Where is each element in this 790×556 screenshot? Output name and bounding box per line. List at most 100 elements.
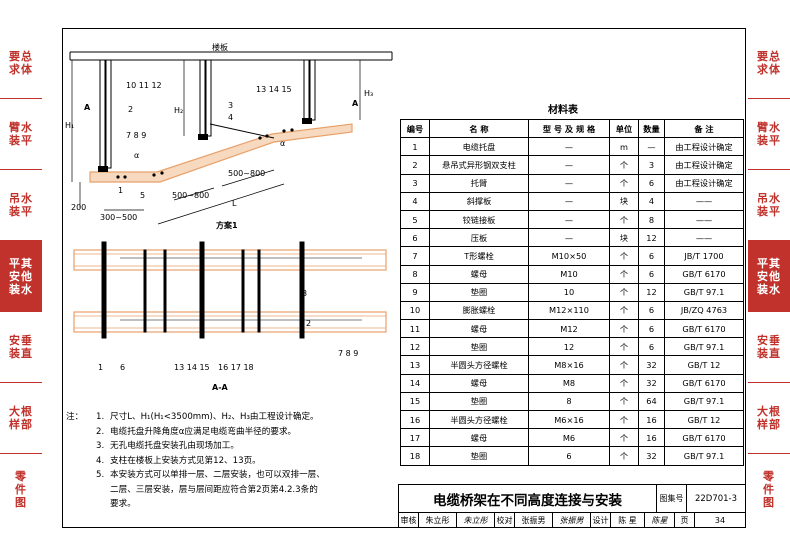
table-cell: — [528,137,610,157]
table-cell: 个 [609,282,639,302]
note-text: 电缆托盘升降角度α应满足电缆弯曲半径的要求。 [110,426,297,437]
table-cell: GB/T 6170 [664,428,744,448]
tab-horizontal-arm[interactable]: 臂水装平 [0,99,42,170]
tab-label: 吊水 [9,192,33,205]
material-table-title: 材料表 [548,105,578,116]
tab-label: 装平 [757,205,781,218]
note-text: 尺寸L、H₁(H₁<3500mm)、H₂、H₃由工程设计确定。 [110,412,319,422]
table-cell: 18 [400,446,430,466]
table-cell: — [528,209,610,230]
table-cell: 8 [638,209,665,230]
table-cell: GB/T 6170 [664,373,744,393]
table-cell: 由工程设计确定 [664,173,744,193]
part-label: 1 [98,363,103,372]
tab-horizontal-hang[interactable]: 吊水装平 [0,170,42,241]
dim-200: 200 [71,203,86,212]
note-line: 二层、三层安装，层与层间距应符合第2页第4.2.3条的 [66,483,396,498]
part-label: 1 [118,186,123,195]
tab-vertical[interactable]: 安垂装直 [748,312,790,383]
table-cell: 9 [400,282,430,302]
atlas-number: 22D701-3 [687,485,745,513]
tab-horizontal-hang[interactable]: 吊水装平 [748,170,790,241]
tab-label: 装平 [9,205,33,218]
tab-label: 平其 [9,256,33,270]
slab-label: 楼板 [212,42,228,52]
table-cell: 个 [609,373,639,393]
angle-alpha: α [134,151,139,160]
table-cell: 64 [638,391,665,412]
table-cell: JB/ZQ 4763 [664,300,744,321]
tab-horizontal-arm[interactable]: 臂水装平 [748,99,790,170]
tab-label: 求体 [9,63,33,76]
note-number: 5. [96,470,105,480]
note-number: 4. [96,455,105,466]
table-cell: 膨胀螺栓 [429,300,529,321]
note-prefix [66,425,96,440]
note-number: 3. [96,441,105,451]
table-cell: 半圆头方径螺栓 [429,409,529,430]
page-number: 34 [714,516,726,525]
table-cell: 3 [400,173,430,193]
table-cell: — [528,191,610,211]
table-cell: 6 [638,319,665,339]
table-cell: M12×110 [528,300,610,321]
tab-other-horizontal[interactable]: 平其安他装水 [0,241,42,312]
dimension-lines [71,60,361,225]
tab-label: 零 [763,470,775,483]
table-cell: —— [664,191,744,211]
tab-other-horizontal[interactable]: 平其安他装水 [748,241,790,312]
tab-label: 求体 [757,63,781,76]
diagonal-brace [209,123,275,139]
table-cell: M8×16 [528,355,610,375]
note-line: 要求。 [66,497,396,512]
section-mark: A [352,99,359,108]
table-cell: 5 [400,209,430,230]
table-cell: 个 [609,337,639,357]
table-cell: 个 [609,264,639,284]
designer-signature: 陈星 [645,513,675,528]
table-cell: 螺母 [429,264,529,284]
table-cell: 32 [638,373,665,393]
table-cell: M10×50 [528,246,610,266]
tab-large-sample[interactable]: 大根样部 [0,383,42,454]
table-cell: 个 [609,428,639,448]
table-cell: 半圆头方径螺栓 [429,355,529,375]
table-cell: 12 [638,228,665,248]
note-line: 2.电缆托盘升降角度α应满足电缆弯曲半径的要求。 [66,425,396,440]
table-cell: GB/T 97.1 [664,337,744,357]
tab-label: 臂水 [9,121,33,134]
tab-vertical[interactable]: 安垂装直 [0,312,42,383]
table-cell: 7 [400,246,430,266]
table-cell: 8 [400,264,430,284]
table-cell: 个 [609,391,639,412]
table-cell: 32 [638,446,665,466]
page-label: 页 [675,513,695,528]
tab-label: 臂水 [757,121,781,134]
table-cell: 个 [609,355,639,375]
note-prefix [66,497,96,512]
col-header: 数量 [638,118,665,139]
tab-general[interactable]: 要总求体 [748,28,790,99]
part-label: 13 14 15 [256,85,292,94]
tab-label: 平其 [757,256,781,270]
tab-parts[interactable]: 零件图 [748,454,790,525]
table-cell: T形螺栓 [429,246,529,266]
hanger-column [99,59,316,169]
designer-name: 陈 星 [611,513,645,528]
tab-general[interactable]: 要总求体 [0,28,42,99]
table-cell: 14 [400,373,430,393]
tab-large-sample[interactable]: 大根样部 [748,383,790,454]
note-line: 5.本安装方式可以单排一层、二层安装，也可以双排一层、 [66,468,396,483]
tab-parts[interactable]: 零件图 [0,454,42,525]
table-cell: 6 [638,173,665,193]
tab-label: 装平 [9,134,33,147]
